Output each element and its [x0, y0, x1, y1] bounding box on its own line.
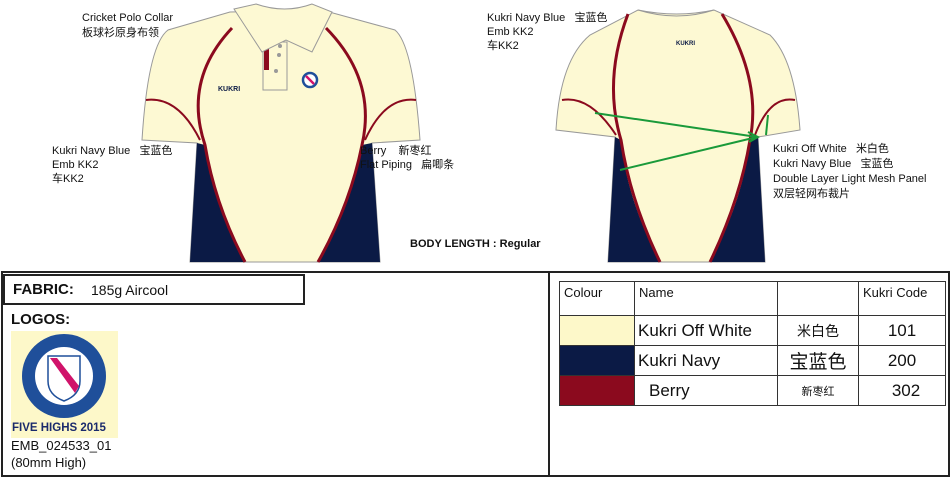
- front-left-piping: [196, 26, 247, 263]
- colour-swatch: [559, 345, 635, 376]
- front-shirt: KUKRI: [141, 3, 421, 263]
- fabric-box: FABRIC: 185g Aircool: [3, 274, 305, 305]
- colour-code: 101: [858, 315, 946, 346]
- header-name: Name: [634, 281, 778, 316]
- section-divider: [548, 271, 550, 475]
- panel-line-1: Kukri Off White 米白色: [773, 143, 889, 155]
- header-code: Kukri Code: [858, 281, 946, 316]
- front-right-piping: [316, 26, 367, 263]
- colour-row: Kukri Off White 米白色 101: [559, 315, 946, 346]
- collar-label: Cricket Polo Collar: [82, 12, 174, 24]
- arrow-icon: [594, 112, 769, 171]
- front-side-emb-cn: 车KK2: [52, 173, 84, 185]
- school-logo: FIVE HIGHS 2015: [11, 331, 118, 438]
- header-colour: Colour: [559, 281, 635, 316]
- back-logo-colour: Kukri Navy Blue 宝蓝色: [487, 12, 608, 24]
- logo-caption: FIVE HIGHS 2015: [12, 422, 106, 434]
- colour-table: Colour Name Kukri Code Kukri Off White 米…: [559, 281, 946, 406]
- colour-name: Kukri Navy: [634, 345, 778, 376]
- back-body: [555, 9, 801, 263]
- front-side-emb: Emb KK2: [52, 159, 99, 171]
- colour-table-header: Colour Name Kukri Code: [559, 281, 946, 316]
- back-right-navy-panel: [710, 137, 765, 262]
- back-logo-emb: Emb KK2: [487, 26, 534, 38]
- logo-size: (80mm High): [11, 455, 87, 470]
- piping-colour: Berry 新枣红: [360, 145, 432, 157]
- back-left-navy-panel: [608, 137, 660, 262]
- colour-swatch: [559, 375, 635, 406]
- colour-swatch: [559, 315, 635, 346]
- colour-name-cn: 新枣红: [777, 375, 859, 406]
- back-brand-mark: KUKRI: [676, 41, 695, 47]
- front-collar: [233, 3, 333, 53]
- panel-line-2: Kukri Navy Blue 宝蓝色: [773, 158, 894, 170]
- front-side-colour: Kukri Navy Blue 宝蓝色: [52, 145, 173, 157]
- panel-line-3: Double Layer Light Mesh Panel: [773, 173, 927, 185]
- body-length: BODY LENGTH : Regular: [410, 238, 541, 250]
- header-cn: [777, 281, 859, 316]
- logo-code: EMB_024533_01: [11, 438, 112, 453]
- piping-type: Flat Piping 扁唧条: [360, 159, 455, 171]
- garment-drawings: KUKRI KUKRI: [141, 3, 801, 263]
- colour-row: Berry 新枣红 302: [559, 375, 946, 406]
- colour-code: 302: [858, 375, 946, 406]
- school-badge-icon: [22, 334, 106, 418]
- back-shirt: KUKRI: [555, 9, 801, 263]
- front-left-navy-panel: [190, 143, 245, 262]
- colour-code: 200: [858, 345, 946, 376]
- fabric-value: 185g Aircool: [91, 282, 169, 298]
- panel-line-3-cn: 双层轻网布裁片: [773, 188, 850, 200]
- front-placket: [262, 41, 288, 91]
- colour-name-cn: 宝蓝色: [777, 345, 859, 376]
- collar-label-cn: 板球衫原身布领: [82, 27, 159, 39]
- colour-name: Berry: [634, 375, 778, 406]
- colour-row: Kukri Navy 宝蓝色 200: [559, 345, 946, 376]
- colour-name-cn: 米白色: [777, 315, 859, 346]
- colour-name: Kukri Off White: [634, 315, 778, 346]
- logos-label: LOGOS:: [11, 311, 71, 328]
- front-brand-mark: KUKRI: [218, 86, 240, 93]
- fabric-label: FABRIC:: [13, 281, 74, 298]
- back-logo-emb-cn: 车KK2: [487, 40, 519, 52]
